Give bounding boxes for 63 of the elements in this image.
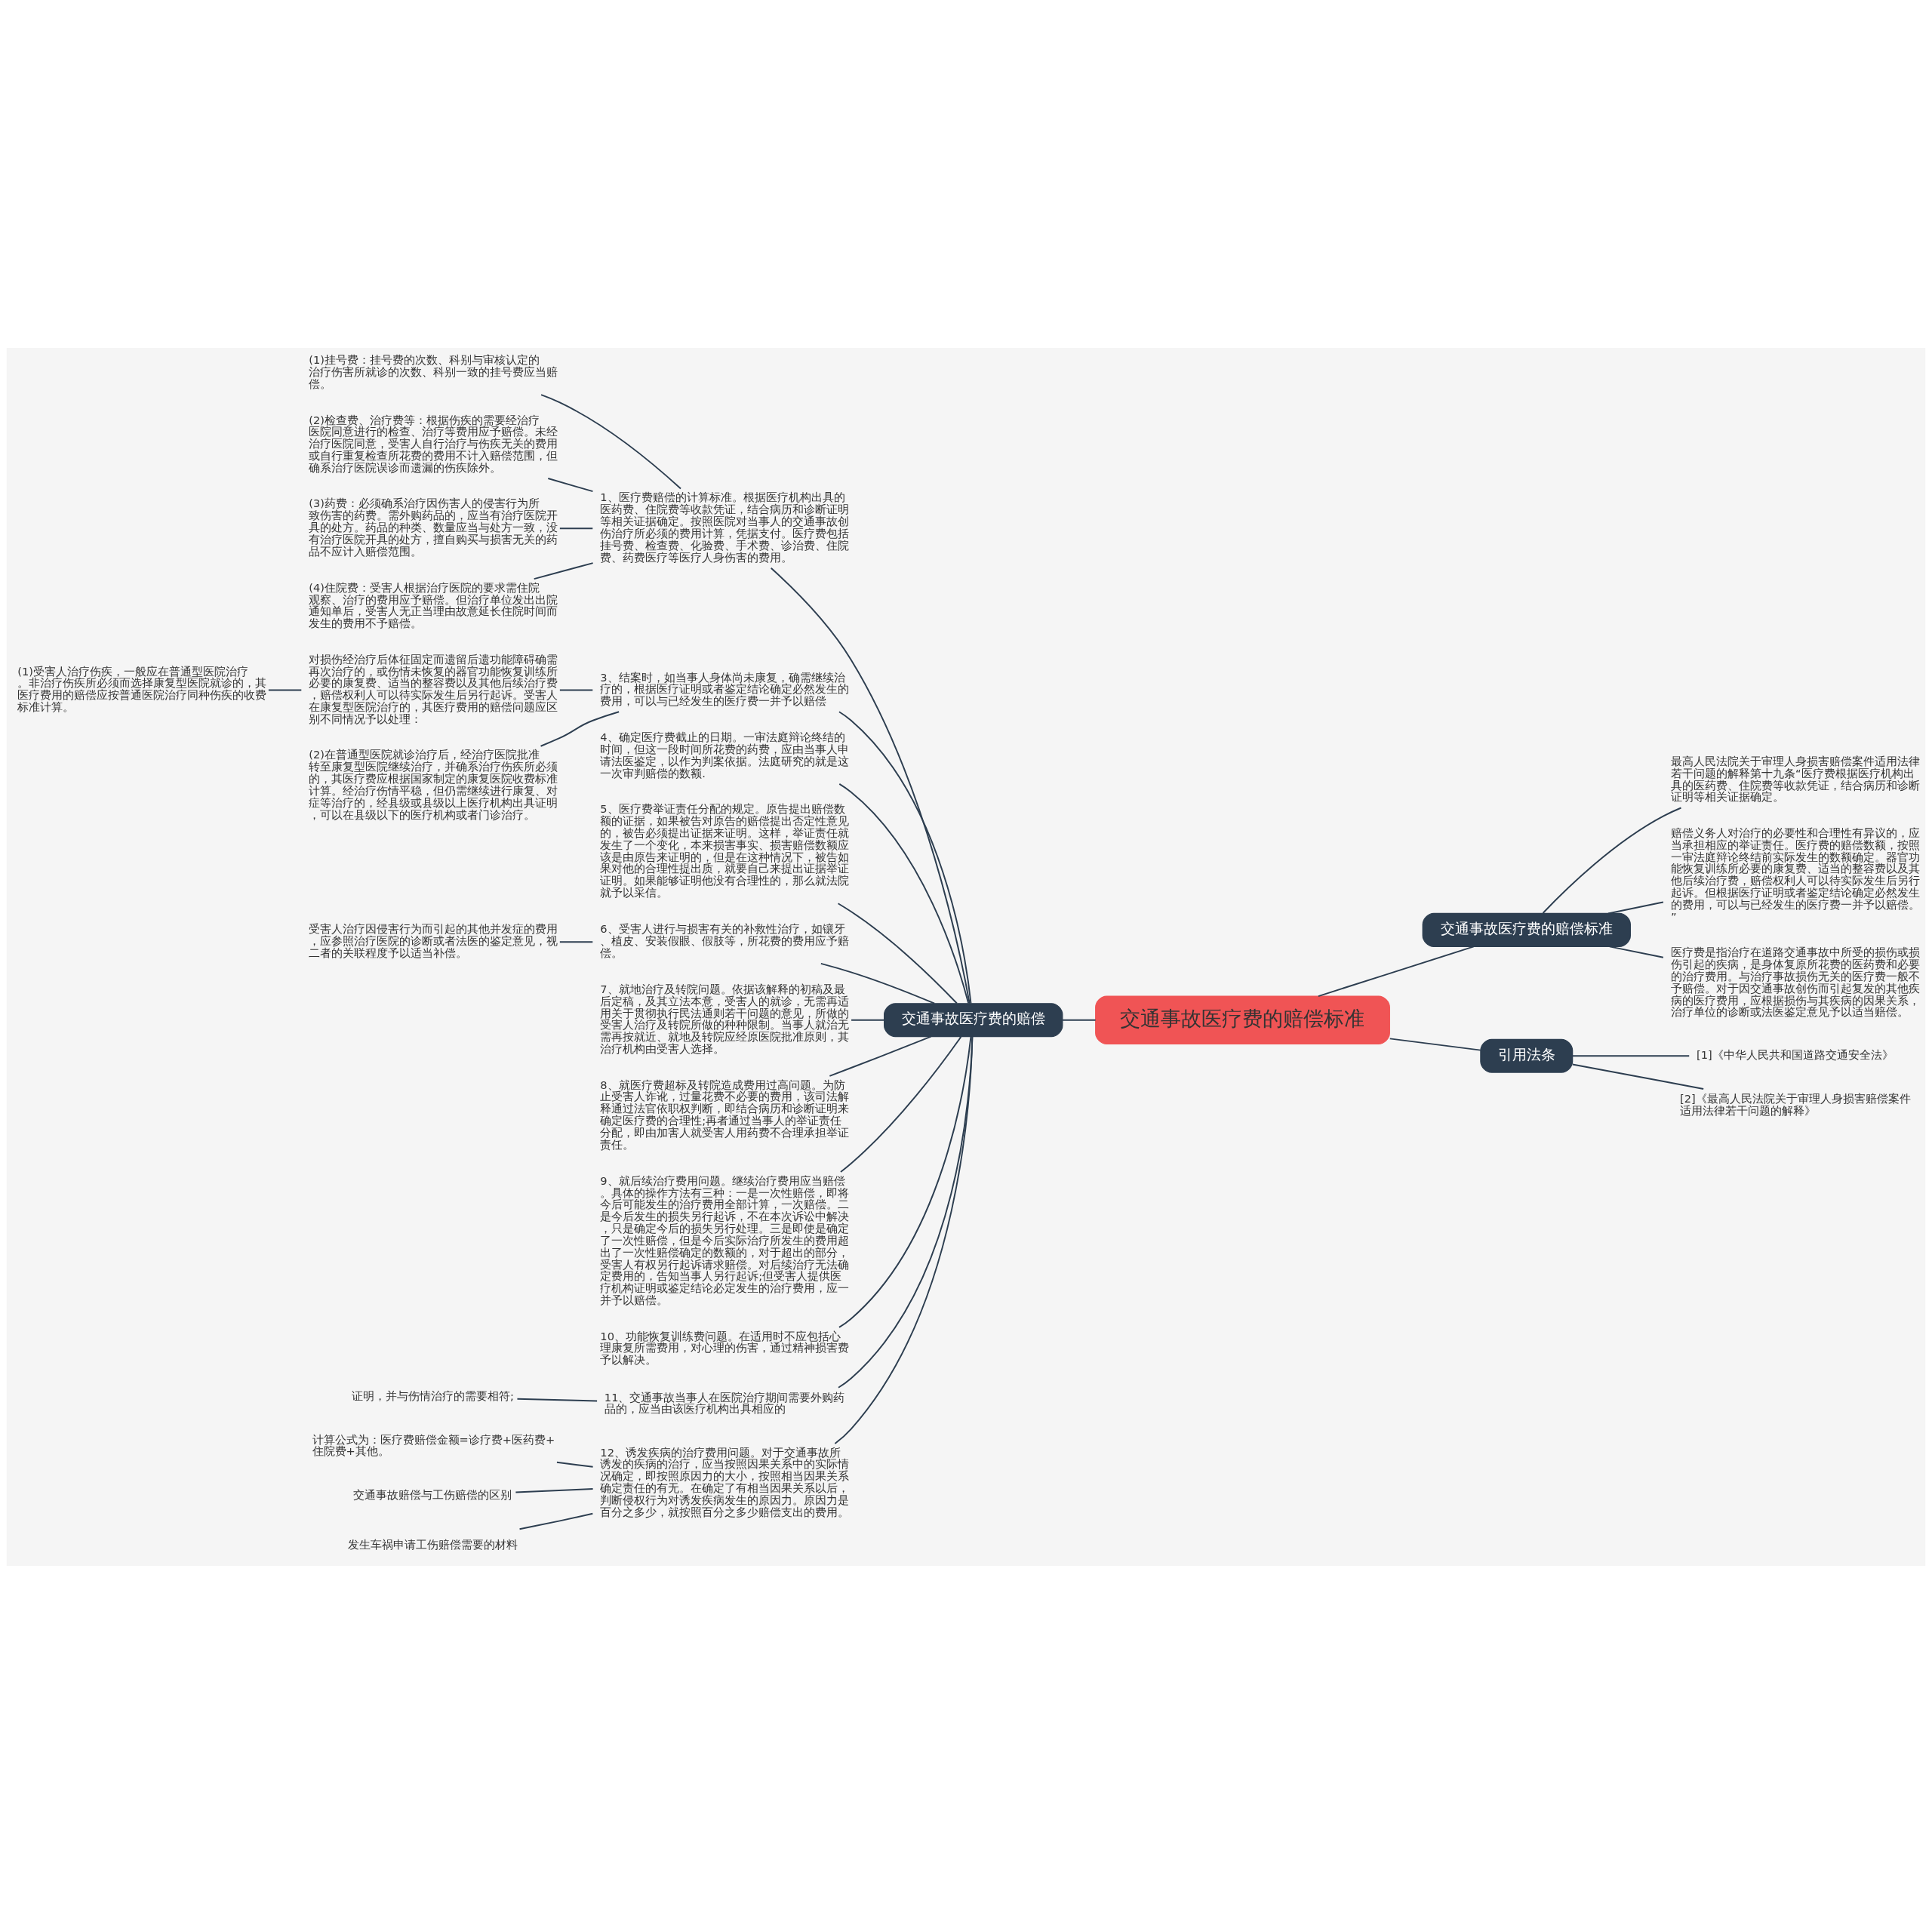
- connector: [770, 567, 971, 1004]
- node-box: 交通事故医疗费的赔偿标准: [1095, 995, 1390, 1044]
- connector: [558, 689, 594, 691]
- connector: [1571, 1063, 1705, 1090]
- connector: [1542, 807, 1682, 914]
- node-text: 受害人治疗因侵害行为而引起的其他并发症的费用，应参照治疗医院的诊断或者法医的鉴定意见，视二者的关联程度予以适当补偿。: [309, 921, 558, 959]
- node-text: 12、诱发疾病的治疗费用问题。对于交通事故所诱发的疾病的治疗，应当按照因果关系中的实际情况确定，即按照原因力的大小，按照相当因果关系确定责任的有无。在确定了有相当因果关系以后，判断侵权行为对诱发疾病发生的原因力。原因力是百分之多少，就按照百分之多少赔偿支出的费用。: [600, 1445, 850, 1518]
- node-text: (3)药费：必须确系治疗因伤害人的侵害行为所致伤害的药费。需外购药品的，应当有治疗医院开具的处方。药品的种类、数量应当与处方一致，没有治疗医院开具的处方，擅自购买与损害无关的药品不应计入赔偿范围。: [309, 496, 558, 558]
- node-text: 发生车祸申请工伤赔偿需要的材料: [347, 1537, 518, 1551]
- node-text: 9、就后续治疗费用问题。继续治疗费用应当赔偿。具体的操作方法有三种：一是一次性赔偿，即将今后可能发生的治疗费用全部计算，一次赔偿。二是今后发生的损失另行起诉，不在本次诉讼中解决，只是确定今后的损失另行处理。三是即使是确定了一次性赔偿，但是今后实际治疗所发生的费用超出了一次性赔偿确定的数额的，对于超出的部分，受害人有权另行起诉请求赔偿。对后续治疗无法确定费用的，告知当事人另行起诉;但受害人提供医疗机构证明或鉴定结论必定发生的治疗费用，应一并予以赔偿。: [600, 1173, 850, 1306]
- node-text: 3、结案时，如当事人身体尚未康复，确需继续治疗的，根据医疗证明或者鉴定结论确定必然发生的费用，可以与已经发生的医疗费一并予以赔偿: [600, 670, 850, 707]
- node-text: 10、功能恢复训练费问题。在适用时不应包括心理康复所需费用，对心理的伤害，通过精神损害费予以解决。: [600, 1329, 850, 1366]
- connector: [558, 527, 594, 529]
- node-text: 对损伤经治疗后体征固定而遗留后遗功能障碍确需再次治疗的，或伤情未恢复的器官功能恢复训练所必要的康复费、适当的整容费以及其他后续治疗费，赔偿权利人可以待实际发生后另行起诉。受害人在康复型医院治疗的，其医疗费用的赔偿问题应区别不同情况予以处理：: [309, 652, 558, 725]
- node-box: 引用法条: [1480, 1038, 1574, 1073]
- node-text: (4)住院费：受害人根据治疗医院的要求需住院观察、治疗的费用应予赔偿。但治疗单位发出出院通知单后，受害人无正当理由故意延长住院时间而发生的费用不予赔偿。: [309, 580, 558, 629]
- connector: [1607, 900, 1664, 914]
- node-text: 医疗费是指治疗在道路交通事故中所受的损伤或损伤引起的疾病，是身体复原所花费的医药费和必要的治疗费用。与治疗事故损伤无关的医疗费一般不予赔偿。对于因交通事故创伤而引起复发的其他疾病的医疗费用，应根据损伤与其疾病的因果关系，治疗单位的诊断或法医鉴定意见予以适当赔偿。: [1670, 945, 1920, 1018]
- node-text: (1)受害人治疗伤疾，一般应在普通型医院治疗。非治疗伤疾所必须而选择康复型医院就诊的，其医疗费用的赔偿应按普通医院治疗同种伤疾的收费标准计算。: [17, 664, 267, 713]
- connector: [838, 783, 970, 1004]
- node-text: 6、受害人进行与损害有关的补救性治疗，如镶牙、植皮、安装假眼、假肢等，所花费的费用应予赔偿。: [600, 921, 850, 959]
- connector: [851, 1019, 885, 1021]
- connector: [515, 1487, 594, 1493]
- connector: [540, 710, 620, 747]
- node-text: [2]《最高人民法院关于审理人身损害赔偿案件适用法律若干问题的解释》: [1680, 1091, 1911, 1117]
- node-text: (2)检查费、治疗费等：根据伤疾的需要经治疗医院同意进行的检查、治疗等费用应予赔偿。未经治疗医院同意，受害人自行治疗与伤疾无关的费用或自行重复检查所花费的费用不计入赔偿范围，但确系治疗医院误诊而遗漏的伤疾除外。: [309, 413, 558, 474]
- node-text: 5、医疗费举证责任分配的规定。原告提出赔偿数额的证据，如果被告对原告的赔偿提出否定性意见的，被告必须提出证据来证明。这样，举证责任就发生了一个变化，本来损害事实、损害赔偿数额应该是由原告来证明的，但是在这种情况下，被告如果对他的合理性提出质，就要自己来提出证据举证证明。如果能够证明他没有合理性的，那么就法院就予以采信。: [600, 801, 850, 899]
- connector: [1389, 1037, 1481, 1051]
- node-text: (1)挂号费：挂号费的次数、科别与审核认定的治疗伤害所就诊的次数、科别一致的挂号费应当赔偿。: [309, 352, 558, 390]
- node-text: 4、确定医疗费截止的日期。一审法庭辩论终结的时间，但这一段时间所花费的药费，应由当事人申请法医鉴定，以作为判案依据。法庭研究的就是这一次审判赔偿的数额.: [600, 730, 850, 780]
- connector: [540, 393, 681, 490]
- connector: [838, 1035, 974, 1389]
- connector: [1608, 945, 1664, 958]
- connector: [820, 962, 936, 1004]
- node-text: 1、医疗费赔偿的计算标准。根据医疗机构出具的医药费、住院费等收款凭证，结合病历和诊断证明等相关证据确定。按照医院对当事人的交通事故创伤治疗所必须的费用计算，凭据支付。医疗费包括挂号费、检查费、化验费、手术费、诊治费、住院费、药费医疗等医疗人身伤害的费用。: [600, 490, 850, 564]
- connector: [267, 689, 303, 691]
- connector: [838, 710, 972, 1004]
- node-text: 8、就医疗费超标及转院造成费用过高问题。为防止受害人诈讹，过量花费不必要的费用，该司法解释通过法官依职权判断，即结合病历和诊断证明来确定医疗费的合理性;再者通过当事人的举证责任分配，即由加害人就受害人用药费不合理承担举证责任。: [600, 1078, 850, 1151]
- node-text: 交通事故赔偿与工伤赔偿的区别: [352, 1487, 512, 1501]
- connector: [834, 1035, 974, 1444]
- connector: [558, 940, 594, 943]
- connector: [533, 561, 594, 580]
- node-box: 交通事故医疗费的赔偿标准: [1422, 912, 1631, 947]
- connector: [837, 902, 958, 1004]
- node-text: [1]《中华人民共和国道路交通安全法》: [1697, 1047, 1894, 1061]
- connector: [1317, 945, 1475, 997]
- connector: [555, 1461, 594, 1468]
- node-text: 最高人民法院关于审理人身损害赔偿案件适用法律若干问题的解释第十九条“医疗费根据医疗机构出具的医药费、住院费等收款凭证，结合病历和诊断证明等相关证据确定。: [1670, 754, 1920, 803]
- connector: [838, 1035, 972, 1328]
- connector: [547, 477, 594, 492]
- connector: [516, 1398, 598, 1401]
- node-text: (2)在普通型医院就诊治疗后，经治疗医院批准转至康复型医院继续治疗，并确系治疗伤疾所必须的，其医疗费应根据国家制定的康复医院收费标准计算。经治疗伤情平稳，但仍需继续进行康复、对症等治疗的，经县级或县级以上医疗机构出具证明，可以在县级以下的医疗机构或者门诊治疗。: [309, 747, 558, 821]
- connector: [1062, 1019, 1097, 1021]
- connector: [840, 1035, 962, 1173]
- connector: [829, 1035, 932, 1077]
- node-text: 证明，并与伤情治疗的需要相符;: [352, 1389, 514, 1402]
- node-box: 交通事故医疗费的赔偿: [884, 1002, 1063, 1037]
- node-text: 计算公式为：医疗费赔偿金额=诊疗费+医药费+住院费+其他。: [312, 1432, 555, 1457]
- node-text: 11、交通事故当事人在医院治疗期间需要外购药品的，应当由该医疗机构出具相应的: [604, 1390, 845, 1415]
- node-text: 赔偿义务人对治疗的必要性和合理性有异议的，应当承担相应的举证责任。医疗费的赔偿数额，按照一审法庭辩论终结前实际发生的数额确定。器官功能恢复训练所必要的康复费、适当的整容费以及其他后续治疗费，赔偿权利人可以待实际发生后另行起诉。但根据医疗证明或者鉴定结论确定必然发生的费用，可以与已经发生的医疗费一并予以赔偿。”: [1670, 826, 1920, 923]
- node-text: 7、就地治疗及转院问题。依据该解释的初稿及最后定稿，及其立法本意，受害人的就诊，无需再适用关于贯彻执行民法通则若干问题的意见，所做的受害人治疗及转院所做的种种限制。当事人就治无需再按就近、就地及转院应经原医院批准原则，其治疗机构由受害人选择。: [600, 982, 850, 1055]
- connector: [518, 1512, 594, 1530]
- connector: [1571, 1054, 1690, 1056]
